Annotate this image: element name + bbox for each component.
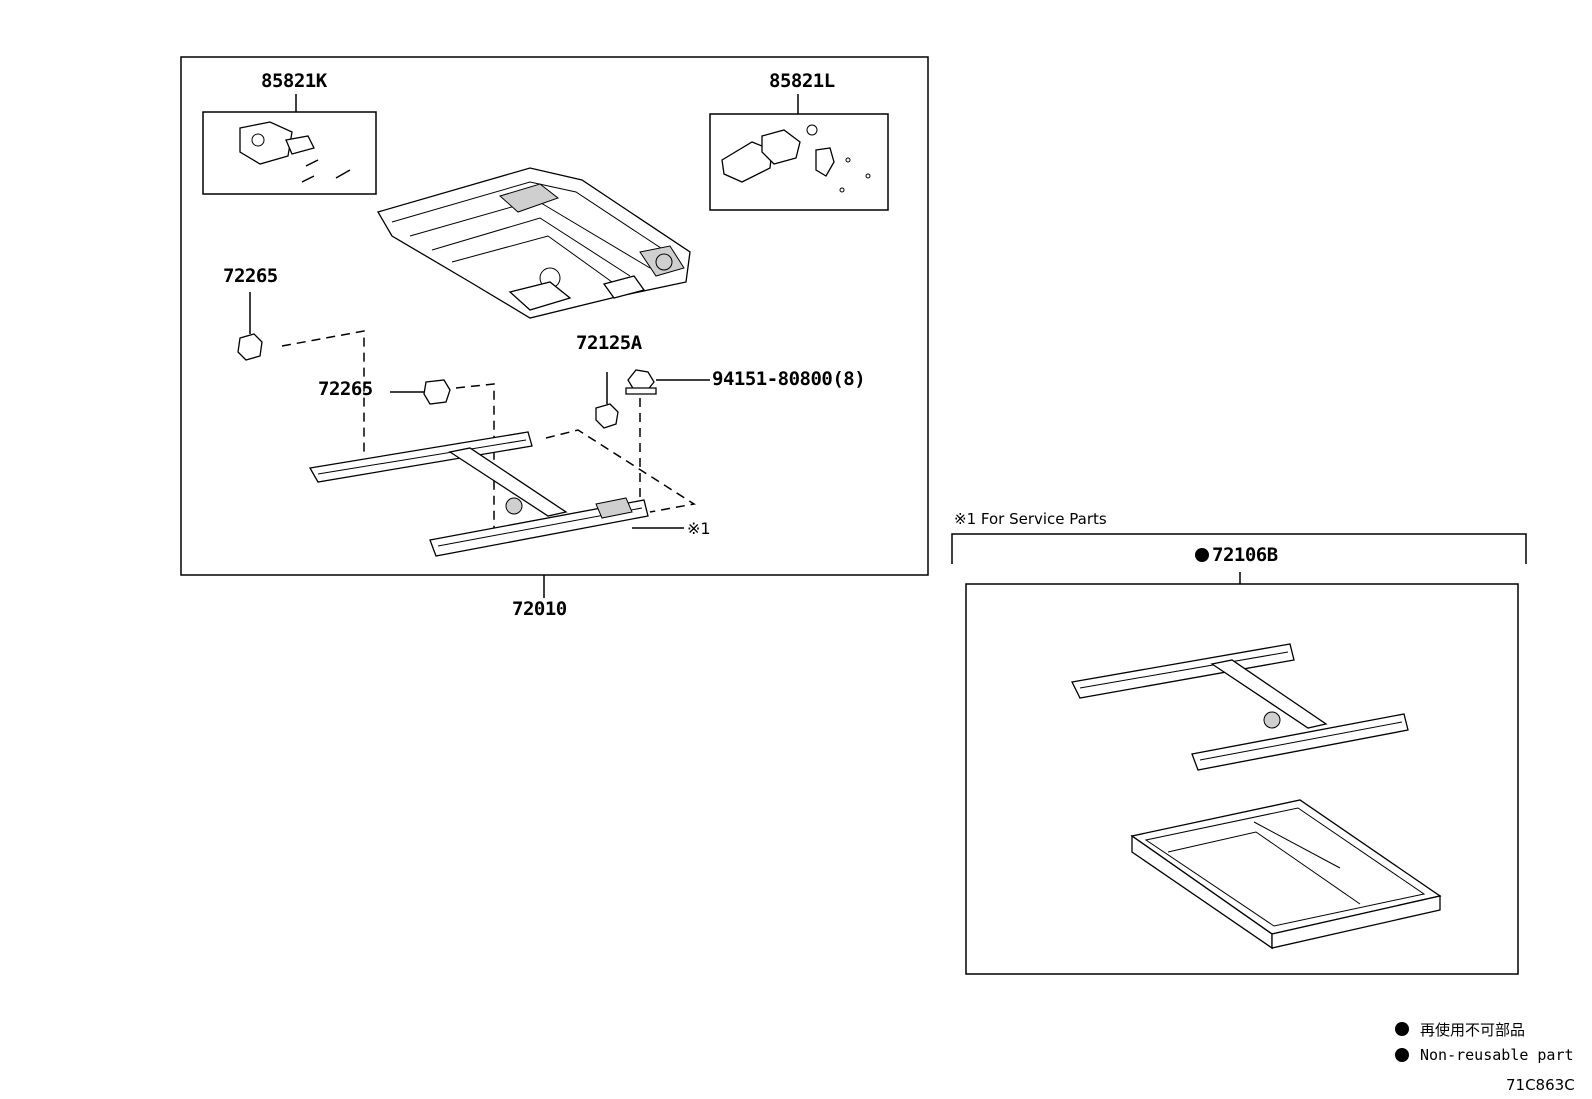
- label-94151: 94151-80800(8): [712, 368, 866, 390]
- label-72265-top: 72265: [223, 265, 278, 287]
- legend-bullet-en: [1395, 1048, 1409, 1062]
- label-72106B: 72106B: [1212, 544, 1278, 566]
- label-72265-mid: 72265: [318, 378, 373, 400]
- label-85821K: 85821K: [261, 70, 327, 92]
- packaging-tray-illustration: [1130, 799, 1442, 950]
- label-note-ref: ※1: [687, 519, 711, 538]
- label-85821L: 85821L: [769, 70, 835, 92]
- service-track-illustration: [1071, 643, 1409, 771]
- legend-bullet-jp: [1395, 1022, 1409, 1036]
- seat-frame-illustration: [377, 167, 691, 319]
- label-72125A: 72125A: [576, 332, 642, 354]
- non-reusable-bullet: [1195, 548, 1209, 562]
- part-94151-nut-illustration: [625, 369, 710, 498]
- part-72125A-illustration: [545, 372, 697, 513]
- part-72265-top-illustration: [237, 292, 365, 452]
- seat-track-illustration: [308, 431, 649, 557]
- label-72010: 72010: [512, 598, 567, 620]
- motor-85821L-illustration: [709, 94, 889, 211]
- legend-text-en: Non-reusable part: [1420, 1046, 1574, 1064]
- part-72265-mid-illustration: [390, 379, 495, 528]
- legend-text-jp: 再使用不可部品: [1420, 1021, 1526, 1039]
- diagram-code: 71C863C: [1506, 1076, 1575, 1094]
- service-parts-note: ※1 For Service Parts: [954, 510, 1107, 528]
- motor-85821K-illustration: [202, 94, 377, 195]
- service-parts-bracket: [951, 533, 1527, 975]
- main-assembly-box: [180, 56, 929, 576]
